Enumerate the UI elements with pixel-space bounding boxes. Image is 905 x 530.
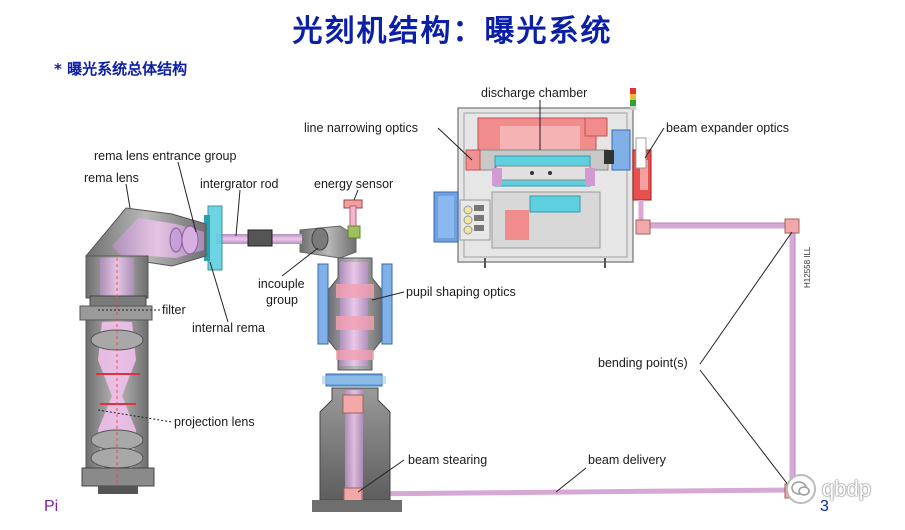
leader-lines xyxy=(97,100,793,493)
label-line-narrowing-optics: line narrowing optics xyxy=(304,121,418,135)
label-beam-expander-optics: beam expander optics xyxy=(666,121,789,135)
label-beam-delivery: beam delivery xyxy=(588,453,667,467)
beam-expander-optics xyxy=(632,137,652,224)
label-bending-points: bending point(s) xyxy=(598,356,688,370)
label-energy-sensor: energy sensor xyxy=(314,177,393,191)
label-filter: filter xyxy=(162,303,186,317)
figure-code-label: H12558 ILL xyxy=(803,246,812,288)
wechat-logo-icon xyxy=(786,474,816,504)
bending-point-mirror-2 xyxy=(784,218,800,234)
label-rema-lens: rema lens xyxy=(84,171,139,185)
slide-title: 光刻机结构：曝光系统 xyxy=(292,14,613,49)
label-incouple: incouple xyxy=(258,277,305,291)
label-rema-lens-entrance-group: rema lens entrance group xyxy=(94,149,236,163)
page-number: 3 xyxy=(820,498,829,515)
footer-left-text: Pi xyxy=(44,498,59,515)
label-discharge-chamber: discharge chamber xyxy=(481,86,587,100)
illuminator-column xyxy=(299,199,402,512)
label-beam-stearing: beam stearing xyxy=(408,453,487,467)
label-pupil-shaping-optics: pupil shaping optics xyxy=(406,285,516,299)
bending-point-mirror-1 xyxy=(635,219,651,235)
integrator-rod-beam xyxy=(204,205,302,271)
label-internal-rema: internal rema xyxy=(192,321,265,335)
label-intergrator-rod: intergrator rod xyxy=(200,177,279,191)
label-projection-lens: projection lens xyxy=(174,415,255,429)
watermark-text: qbdp xyxy=(822,476,871,501)
label-group: group xyxy=(266,293,298,307)
laser-source xyxy=(433,88,636,268)
slide-subtitle: * 曝光系统总体结构 xyxy=(54,60,188,78)
watermark: qbdp xyxy=(786,474,896,506)
rema-and-projection-lens xyxy=(79,207,207,494)
